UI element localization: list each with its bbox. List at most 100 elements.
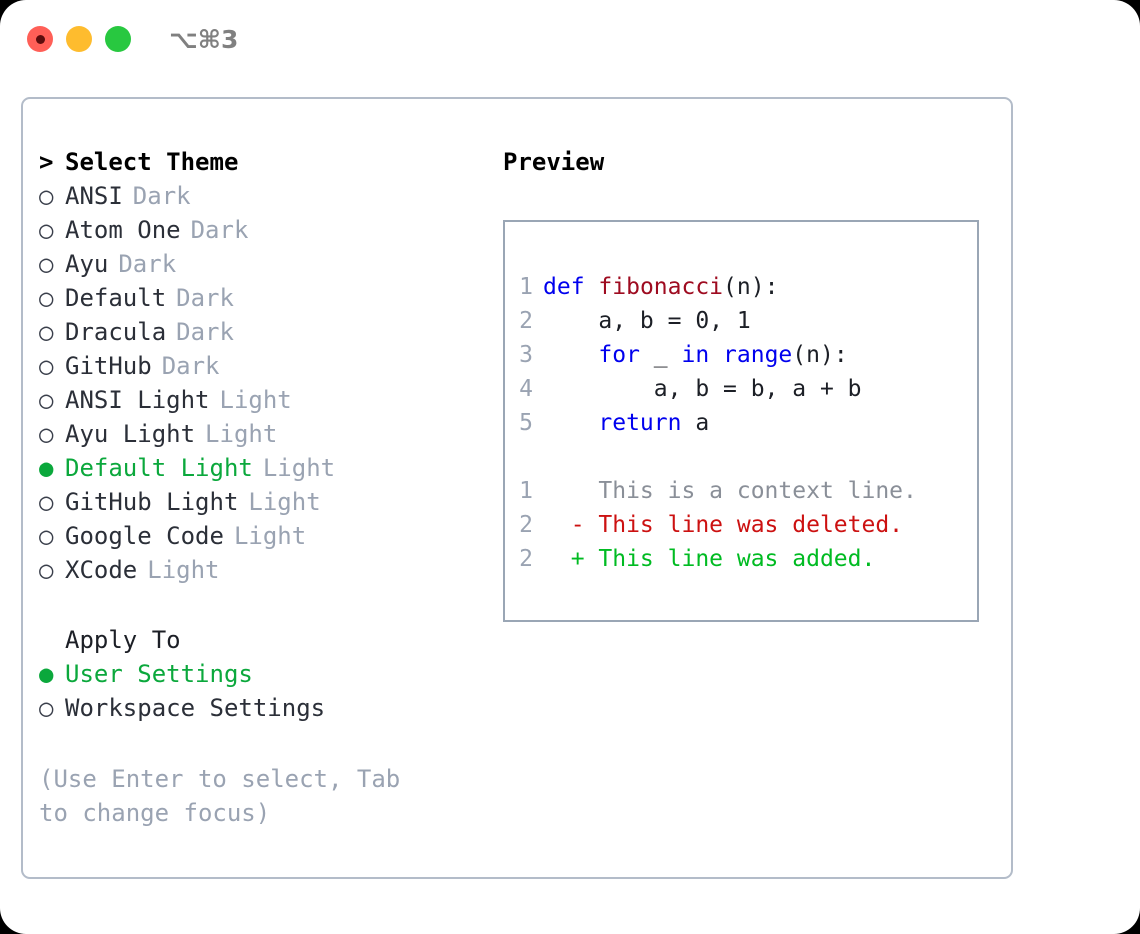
radio-unselected-icon[interactable]: ○: [39, 522, 54, 550]
theme-variant-label: Light: [147, 556, 220, 584]
line-number: 1: [519, 274, 533, 300]
code-text: return a: [543, 406, 709, 440]
code-text: a, b = b, a + b: [543, 372, 862, 406]
theme-variant-label: Light: [205, 420, 278, 448]
code-line: 1 def fibonacci(n):: [505, 270, 977, 304]
theme-name-label: Default Light: [65, 454, 253, 482]
radio-selected-icon[interactable]: ●: [39, 660, 54, 688]
token-plain: a, b = 0, 1: [598, 308, 751, 334]
theme-variant-label: Dark: [176, 284, 234, 312]
line-number: 5: [519, 410, 533, 436]
theme-variant-label: Dark: [176, 318, 234, 346]
line-number: 2: [519, 512, 533, 538]
token-function: fibonacci: [598, 274, 724, 300]
theme-name-label: Ayu: [65, 250, 109, 278]
apply-to-list: ● User Settings ○Workspace Settings: [39, 660, 479, 728]
theme-list-item[interactable]: ○ Ayu Light Light: [39, 420, 479, 454]
close-button[interactable]: [27, 26, 53, 52]
theme-name-label: XCode: [65, 556, 138, 584]
preview-title: Preview: [503, 148, 605, 176]
radio-unselected-icon[interactable]: ○: [39, 318, 54, 346]
theme-list-item[interactable]: ○ XCode Light: [39, 556, 479, 590]
radio-unselected-icon[interactable]: ○: [39, 250, 54, 278]
radio-unselected-icon[interactable]: ○: [39, 386, 54, 414]
theme-name-label: GitHub: [65, 352, 152, 380]
apply-to-item[interactable]: ● User Settings: [39, 660, 479, 694]
code-line: 3 for _ in range(n):: [505, 338, 977, 372]
code-text: def fibonacci(n):: [543, 270, 778, 304]
radio-selected-icon[interactable]: ●: [39, 454, 54, 482]
title-bar: ⌥⌘3: [0, 0, 1140, 78]
minimize-button[interactable]: [66, 26, 92, 52]
diff-line: 2 - This line was deleted.: [505, 508, 977, 542]
token-keyword: def: [543, 274, 585, 300]
diff-line: 2 + This line was added.: [505, 542, 977, 576]
token-keyword: in: [681, 342, 710, 368]
radio-unselected-icon[interactable]: ○: [39, 420, 54, 448]
theme-name-label: GitHub Light: [65, 488, 239, 516]
theme-list-item[interactable]: ○ Dracula Dark: [39, 318, 479, 352]
theme-list-item[interactable]: ○ Ayu Dark: [39, 250, 479, 284]
radio-unselected-icon[interactable]: ○: [39, 694, 54, 722]
token-plain: (n):: [723, 274, 779, 300]
theme-variant-label: Light: [233, 522, 307, 550]
theme-variant-label: Dark: [118, 250, 177, 278]
line-number: 1: [519, 478, 533, 504]
code-line: 5 return a: [505, 406, 977, 440]
line-number: 2: [519, 546, 533, 572]
theme-name-label: ANSI Light: [65, 386, 210, 414]
theme-list-item[interactable]: ○ Google Code Light: [39, 522, 479, 556]
line-number: 3: [519, 342, 533, 368]
diff-text-ctx: This is a context line.: [543, 478, 917, 504]
theme-picker-title: Select Theme: [65, 148, 239, 176]
line-number: 4: [519, 376, 533, 402]
diff-text-del: - This line was deleted.: [543, 512, 904, 538]
theme-name-label: Atom One: [65, 216, 181, 244]
theme-variant-label: Dark: [161, 352, 220, 380]
theme-list-item[interactable]: ○ ANSI Light Light: [39, 386, 479, 420]
token-plain: [709, 342, 723, 368]
theme-list-item[interactable]: ● Default Light Light: [39, 454, 479, 488]
keyboard-shortcut-label: ⌥⌘3: [169, 24, 239, 54]
theme-name-label: Google Code: [65, 522, 224, 550]
theme-list-item[interactable]: ○ GitHub Light Light: [39, 488, 479, 522]
radio-unselected-icon[interactable]: ○: [39, 556, 54, 584]
theme-picker-header: > Select Theme: [39, 148, 479, 182]
code-text: a, b = 0, 1: [543, 304, 751, 338]
radio-unselected-icon[interactable]: ○: [39, 284, 54, 312]
caret-icon: >: [39, 148, 54, 176]
code-text: for _ in range(n):: [543, 338, 847, 372]
theme-variant-label: Dark: [132, 182, 191, 210]
code-line: 2 a, b = 0, 1: [505, 304, 977, 338]
keyboard-hint: (Use Enter to select, Tab to change focu…: [39, 765, 415, 827]
maximize-button[interactable]: [105, 26, 131, 52]
radio-unselected-icon[interactable]: ○: [39, 182, 54, 210]
theme-list-item[interactable]: ○ GitHub Dark: [39, 352, 479, 386]
line-number: 2: [519, 308, 533, 334]
section-spacer: [39, 590, 479, 626]
radio-unselected-icon[interactable]: ○: [39, 488, 54, 516]
theme-variant-label: Light: [262, 454, 336, 482]
diff-line: 1 This is a context line.: [505, 474, 977, 508]
apply-to-label: User Settings: [65, 660, 253, 688]
code-diff-spacer: [505, 440, 977, 474]
radio-unselected-icon[interactable]: ○: [39, 352, 54, 380]
theme-name-label: Ayu Light: [65, 420, 196, 448]
token-keyword: for: [598, 342, 640, 368]
window-controls: [27, 26, 131, 52]
theme-variant-label: Light: [248, 488, 321, 516]
apply-to-item[interactable]: ○Workspace Settings: [39, 694, 479, 728]
theme-name-label: Dracula: [65, 318, 167, 346]
theme-variant-label: Light: [219, 386, 292, 414]
apply-to-header: Apply To: [65, 626, 181, 654]
radio-unselected-icon[interactable]: ○: [39, 216, 54, 244]
